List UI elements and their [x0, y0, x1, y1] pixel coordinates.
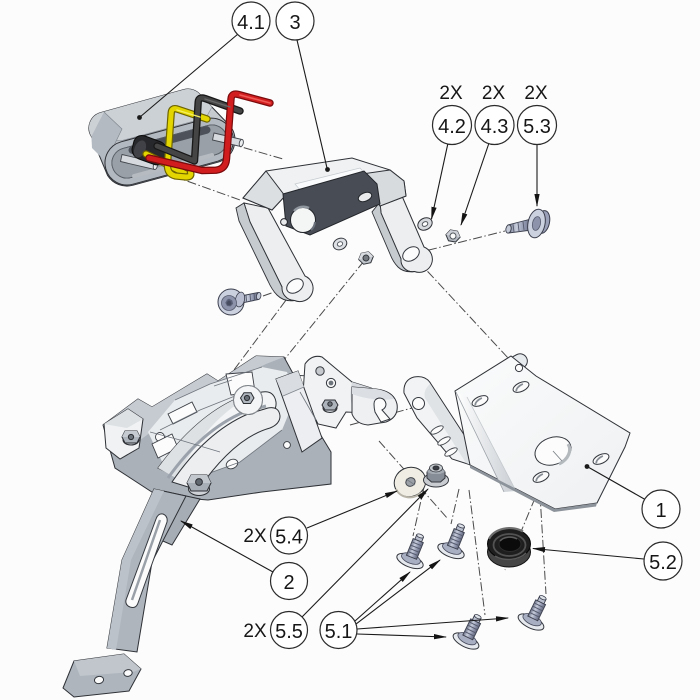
svg-text:1: 1 — [655, 500, 666, 522]
svg-text:2X: 2X — [243, 526, 267, 547]
svg-text:5.2: 5.2 — [649, 552, 677, 574]
svg-text:5.4: 5.4 — [275, 527, 303, 549]
svg-text:2: 2 — [283, 572, 294, 594]
svg-text:3: 3 — [289, 12, 300, 34]
svg-text:4.3: 4.3 — [481, 116, 509, 138]
svg-text:5.5: 5.5 — [275, 621, 303, 643]
svg-text:5.3: 5.3 — [523, 116, 551, 138]
svg-text:4.1: 4.1 — [237, 12, 265, 34]
svg-text:2X: 2X — [524, 83, 548, 104]
svg-text:2X: 2X — [243, 621, 267, 642]
svg-text:4.2: 4.2 — [438, 116, 466, 138]
svg-text:5.1: 5.1 — [325, 621, 353, 643]
svg-text:2X: 2X — [482, 83, 506, 104]
svg-text:2X: 2X — [439, 83, 463, 104]
